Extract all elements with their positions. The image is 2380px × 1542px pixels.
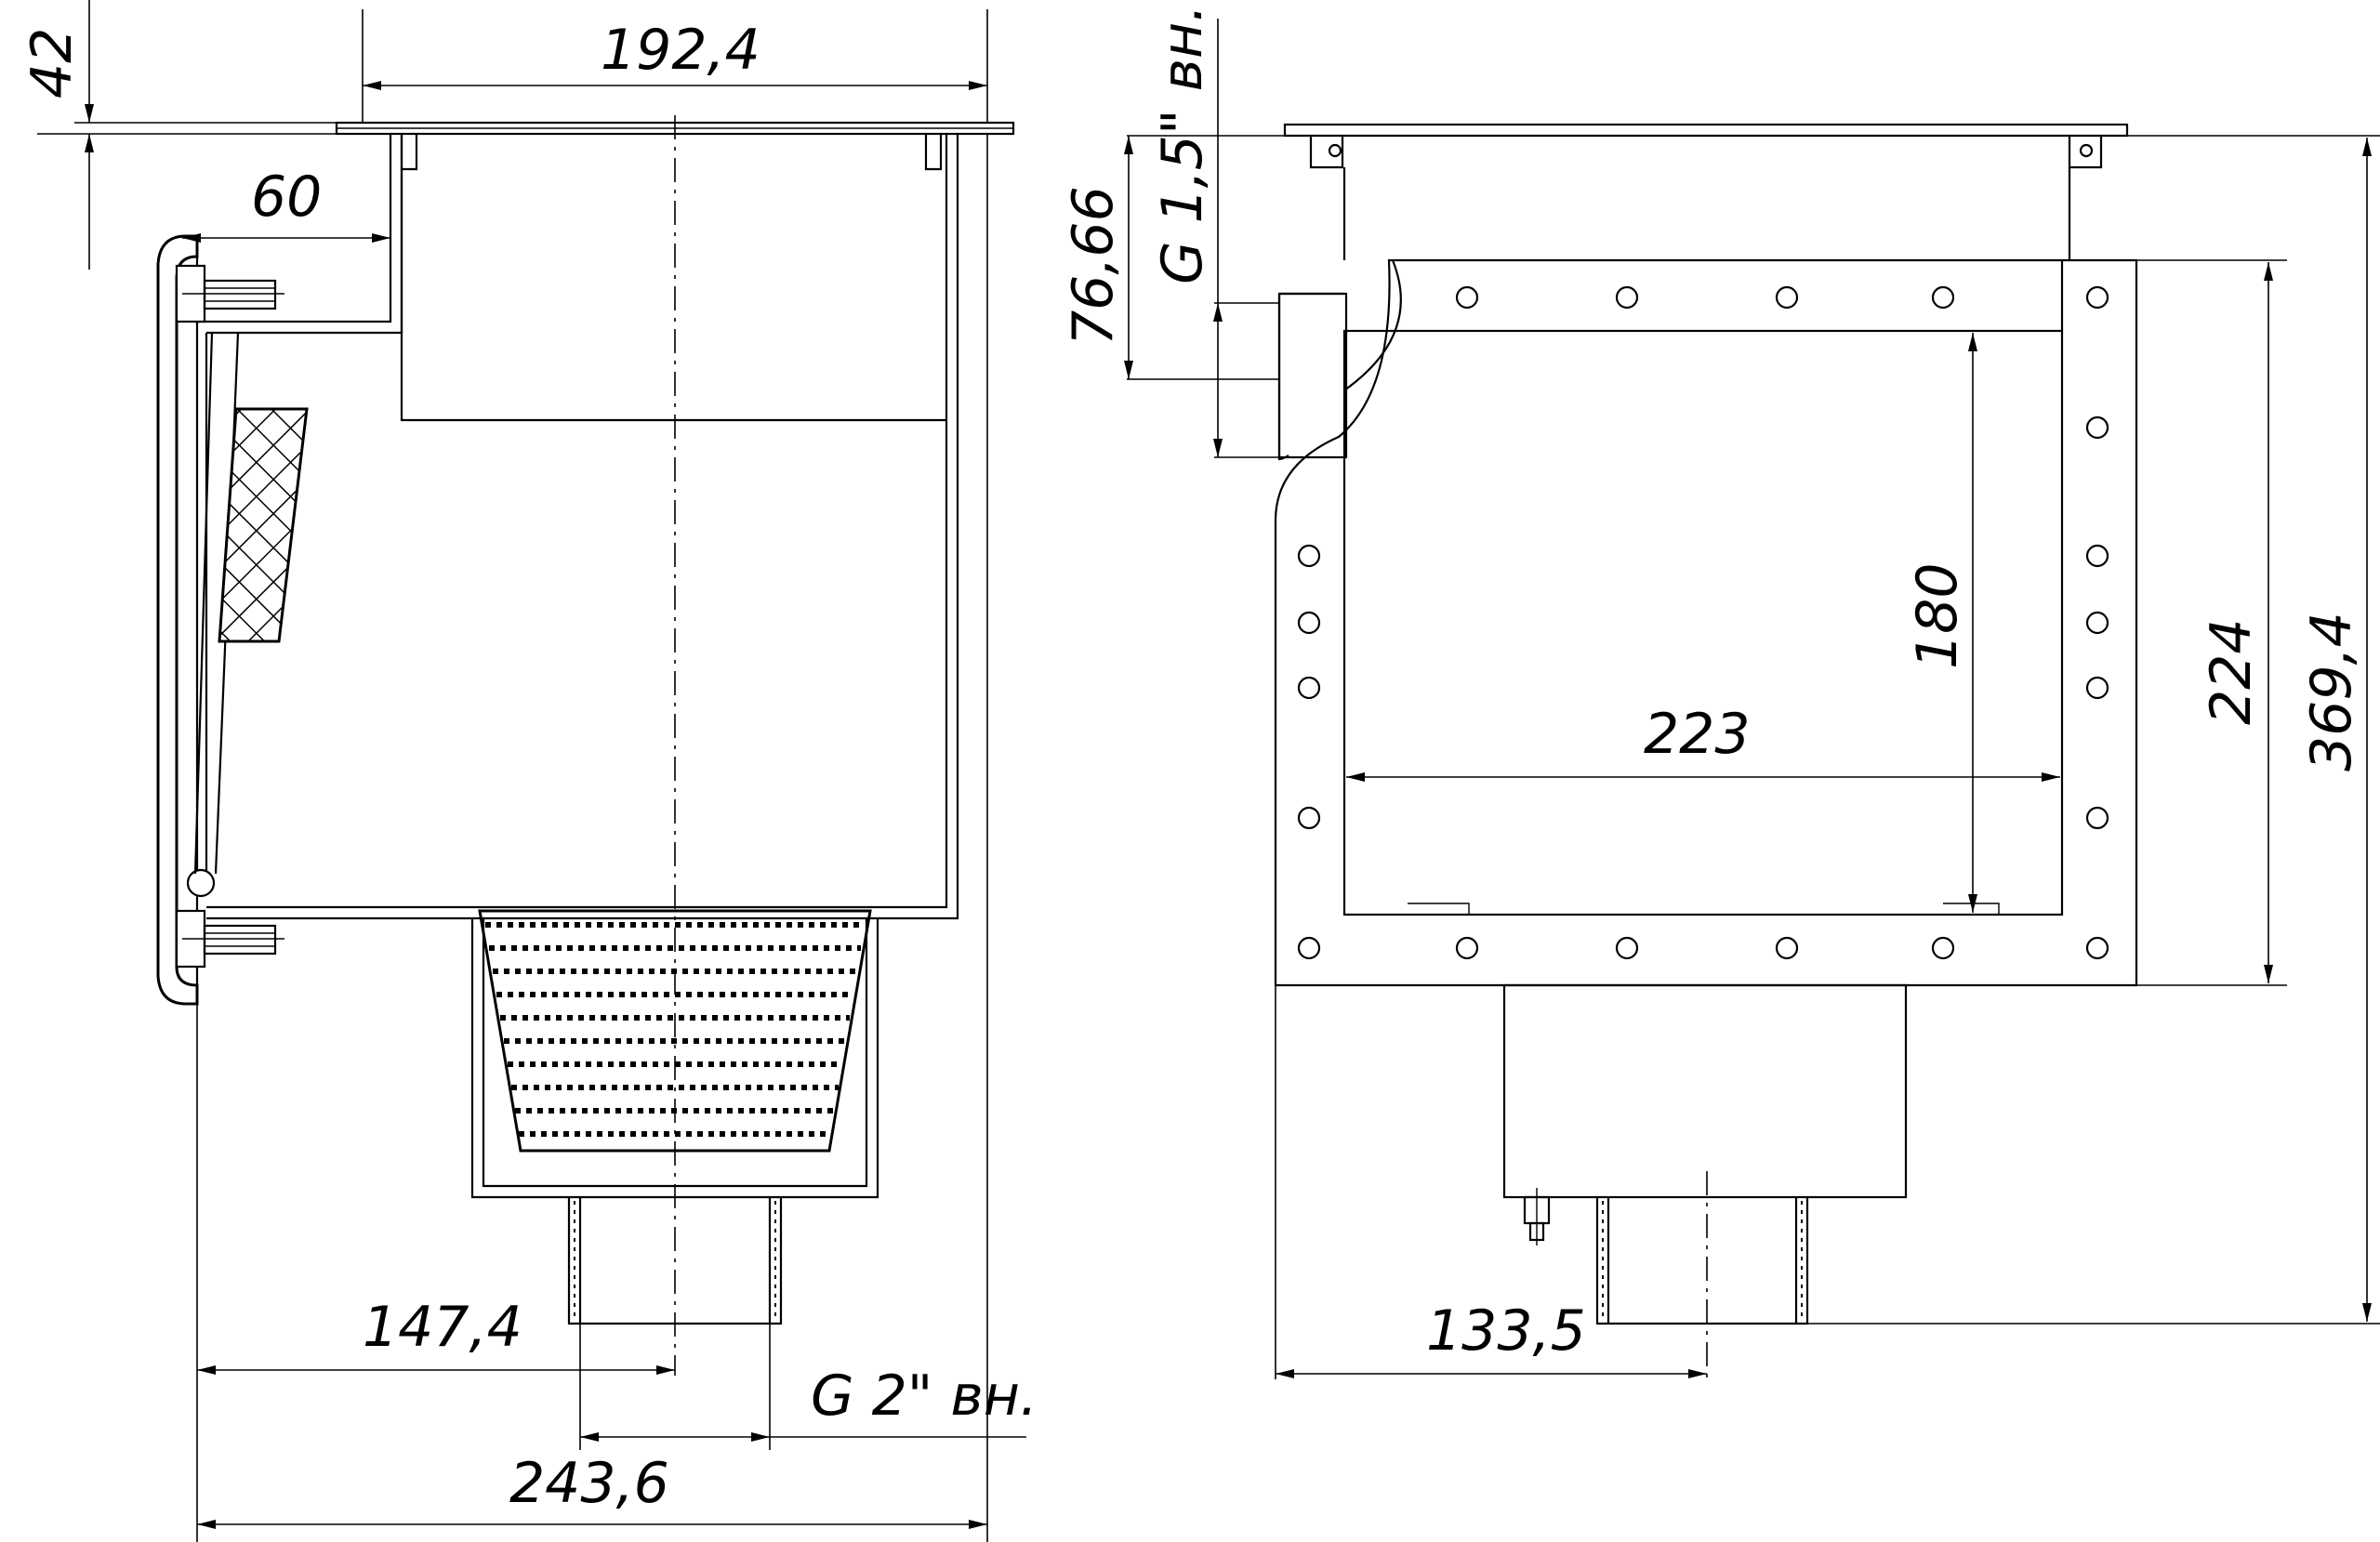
front-basket-housing — [1502, 983, 1908, 1199]
dim-opening-width: 223 — [1346, 702, 2060, 782]
dim-total-width: 243,6 — [197, 134, 988, 1542]
dim-outlet-thread: G 2" вн. — [579, 1324, 1038, 1450]
dim-180-text: 180 — [1905, 562, 1970, 669]
float-foam — [218, 407, 309, 643]
dim-133-text: 133,5 — [1426, 1298, 1586, 1364]
dim-top-width: 192,4 — [362, 9, 988, 123]
dim-outlet-center: 147,4 — [196, 1004, 675, 1542]
bottom-bolt — [175, 909, 284, 969]
dim-opening-height: 180 — [1905, 333, 1977, 913]
side-section-view: 42 192,4 60 147,4 G 2" вн. — [20, 0, 1038, 1542]
front-opening — [1342, 329, 2064, 916]
dim-g2-text: G 2" вн. — [811, 1364, 1038, 1429]
body-outer-wall — [941, 134, 959, 920]
dim-flange-thickness: 42 — [20, 0, 958, 270]
dim-243-text: 243,6 — [509, 1451, 669, 1516]
dim-total-height: 369,4 — [1807, 135, 2380, 1325]
top-bolt — [175, 264, 284, 323]
dim-76-text: 76,66 — [1061, 186, 1126, 346]
dim-front-outlet-center: 133,5 — [1275, 985, 1707, 1379]
front-outlet-pipe — [1595, 1197, 1809, 1325]
dim-60-text: 60 — [251, 165, 322, 230]
flap-hinge — [186, 868, 216, 898]
dim-223-text: 223 — [1644, 702, 1751, 767]
dim-g15-text: G 1,5" вн. — [1150, 5, 1215, 284]
dim-42-text: 42 — [20, 28, 85, 99]
strainer-basket — [478, 909, 872, 1153]
front-view: 76,66 G 1,5" вн. 180 223 224 — [1061, 5, 2380, 1379]
inlet-socket — [1277, 292, 1348, 459]
front-flange — [1274, 258, 2138, 987]
dim-inlet-height: 76,66 — [1061, 135, 1285, 380]
front-top-plate — [1283, 123, 2129, 138]
dim-224-text: 224 — [2199, 618, 2264, 725]
dim-147-text: 147,4 — [363, 1295, 522, 1360]
dim-side-offset: 60 — [182, 165, 390, 243]
drain-plug — [1523, 1188, 1551, 1245]
dim-192-text: 192,4 — [601, 18, 760, 83]
dim-inlet-thread: G 1,5" вн. — [1150, 5, 1279, 458]
dim-flange-height: 224 — [2136, 259, 2287, 986]
dim-369-text: 369,4 — [2299, 612, 2364, 771]
inner-chamber — [400, 169, 946, 422]
flange-bolt-holes — [1297, 285, 2109, 960]
